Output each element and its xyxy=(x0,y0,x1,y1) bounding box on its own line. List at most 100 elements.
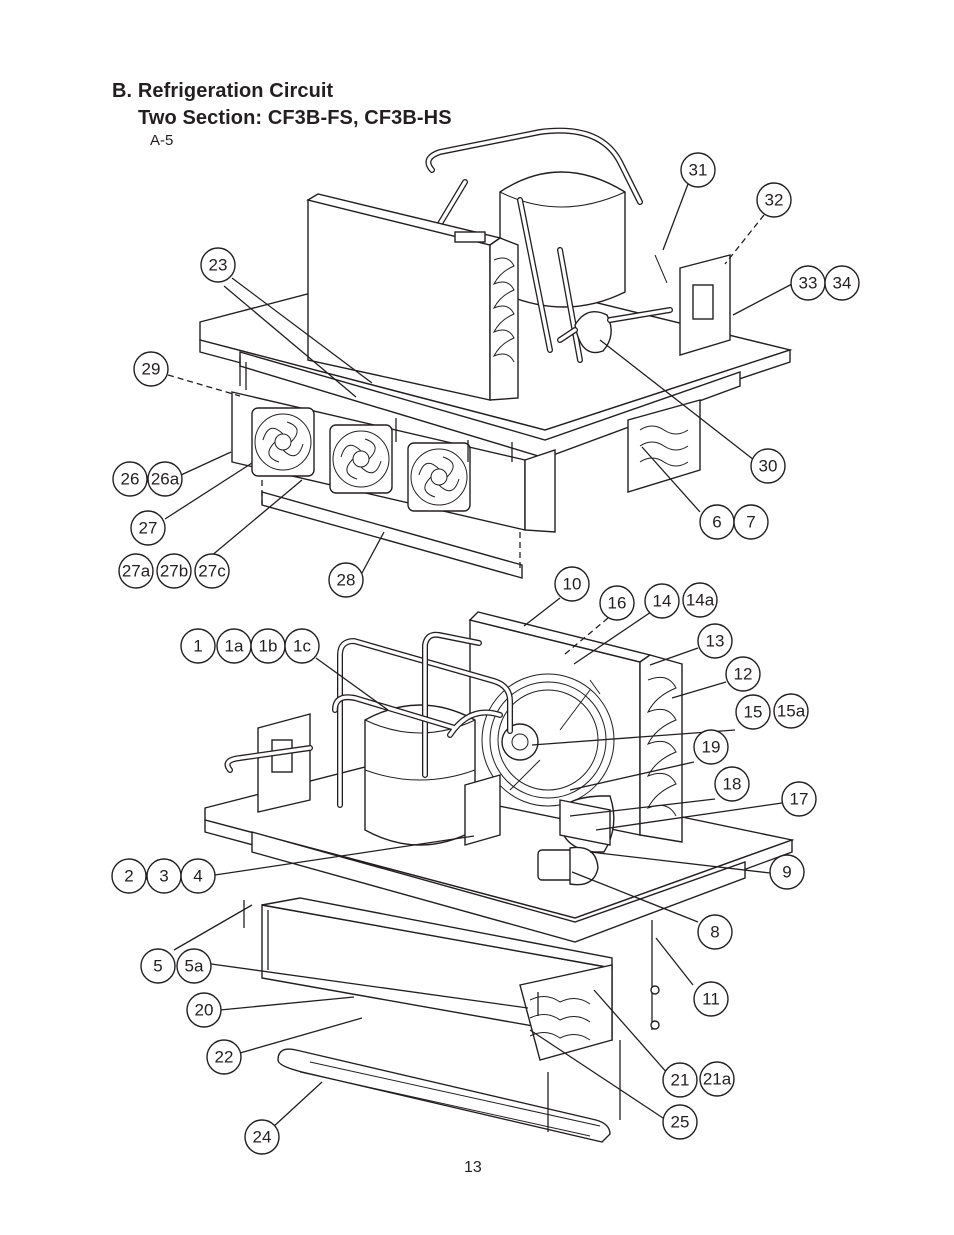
svg-text:14a: 14a xyxy=(686,591,715,610)
fan-motors xyxy=(251,407,471,512)
drain-heater-24 xyxy=(277,1048,611,1143)
svg-text:15a: 15a xyxy=(777,702,806,721)
callout-3: 3 xyxy=(146,858,182,894)
callout-26a: 26a xyxy=(147,461,183,497)
leader-lines xyxy=(164,183,793,1129)
section-heading: B. Refrigeration Circuit xyxy=(112,80,334,102)
svg-text:27b: 27b xyxy=(160,562,188,581)
svg-text:21: 21 xyxy=(671,1071,690,1090)
callout-23: 23 xyxy=(200,247,236,283)
callout-27: 27 xyxy=(130,510,166,546)
svg-text:24: 24 xyxy=(253,1128,272,1147)
upper-assembly xyxy=(199,127,793,579)
callout-20: 20 xyxy=(186,992,222,1028)
overload-relay-4 xyxy=(464,774,501,846)
callout-4: 4 xyxy=(180,858,216,894)
callout-1b: 1b xyxy=(250,628,286,664)
callout-29: 29 xyxy=(133,351,169,387)
svg-text:1a: 1a xyxy=(225,637,244,656)
callout-24: 24 xyxy=(244,1119,280,1155)
svg-text:27c: 27c xyxy=(198,562,226,581)
svg-text:10: 10 xyxy=(563,575,582,594)
svg-text:26a: 26a xyxy=(151,470,180,489)
svg-text:1: 1 xyxy=(193,637,202,656)
svg-text:17: 17 xyxy=(790,790,809,809)
callout-11: 11 xyxy=(693,981,729,1017)
callout-15: 15 xyxy=(735,694,771,730)
svg-text:32: 32 xyxy=(765,191,784,210)
upper-compressor xyxy=(499,171,626,308)
svg-text:16: 16 xyxy=(608,594,627,613)
callout-27b: 27b xyxy=(156,553,192,589)
svg-text:30: 30 xyxy=(759,457,778,476)
svg-text:22: 22 xyxy=(215,1048,234,1067)
callout-1c: 1c xyxy=(284,628,320,664)
svg-text:20: 20 xyxy=(195,1001,214,1020)
callout-34: 34 xyxy=(824,265,860,301)
callout-7: 7 xyxy=(733,504,769,540)
callout-1: 1 xyxy=(180,628,216,664)
svg-text:8: 8 xyxy=(710,923,719,942)
callout-33: 33 xyxy=(790,265,826,301)
callout-21a: 21a xyxy=(699,1061,735,1097)
svg-text:3: 3 xyxy=(159,867,168,886)
callout-14: 14 xyxy=(644,583,680,619)
svg-text:31: 31 xyxy=(689,161,708,180)
section-subheading: Two Section: CF3B-FS, CF3B-HS xyxy=(138,107,452,129)
svg-text:5: 5 xyxy=(153,957,162,976)
svg-text:34: 34 xyxy=(833,274,852,293)
svg-text:4: 4 xyxy=(193,867,202,886)
svg-text:27a: 27a xyxy=(122,562,151,581)
svg-text:25: 25 xyxy=(671,1113,690,1132)
callout-12: 12 xyxy=(725,656,761,692)
svg-text:19: 19 xyxy=(702,738,721,757)
callout-10: 10 xyxy=(554,566,590,602)
callout-22: 22 xyxy=(206,1039,242,1075)
callout-13: 13 xyxy=(697,623,733,659)
callout-28: 28 xyxy=(328,562,364,598)
lower-assembly xyxy=(204,611,795,1143)
svg-text:2: 2 xyxy=(124,867,133,886)
svg-text:5a: 5a xyxy=(185,957,204,976)
svg-text:15: 15 xyxy=(744,703,763,722)
svg-text:33: 33 xyxy=(799,274,818,293)
callout-6: 6 xyxy=(699,504,735,540)
callout-5: 5 xyxy=(140,948,176,984)
callout-8: 8 xyxy=(697,914,733,950)
callout-18: 18 xyxy=(714,766,750,802)
callout-27c: 27c xyxy=(194,553,230,589)
svg-text:26: 26 xyxy=(121,470,140,489)
callout-16: 16 xyxy=(599,585,635,621)
svg-text:14: 14 xyxy=(653,592,672,611)
figure-id: A-5 xyxy=(150,132,174,149)
callout-1a: 1a xyxy=(216,628,252,664)
callout-26: 26 xyxy=(112,461,148,497)
callout-14a: 14a xyxy=(682,582,718,618)
callout-17: 17 xyxy=(781,781,817,817)
svg-text:11: 11 xyxy=(702,990,720,1009)
callout-9: 9 xyxy=(769,854,805,890)
callout-27a: 27a xyxy=(118,553,154,589)
svg-text:27: 27 xyxy=(139,519,158,538)
page-number: 13 xyxy=(464,1159,482,1176)
svg-text:29: 29 xyxy=(142,360,161,379)
svg-text:7: 7 xyxy=(746,513,755,532)
svg-text:9: 9 xyxy=(782,863,791,882)
callout-19: 19 xyxy=(693,729,729,765)
condenser-fan-blade xyxy=(481,673,615,807)
upper-base-plate-edge xyxy=(199,339,791,445)
callout-21: 21 xyxy=(662,1062,698,1098)
callout-25: 25 xyxy=(662,1104,698,1140)
svg-text:23: 23 xyxy=(209,256,228,275)
callout-30: 30 xyxy=(750,448,786,484)
svg-text:1b: 1b xyxy=(259,637,278,656)
svg-text:12: 12 xyxy=(734,665,753,684)
callout-2: 2 xyxy=(111,858,147,894)
svg-text:1c: 1c xyxy=(293,637,311,656)
svg-text:28: 28 xyxy=(337,571,356,590)
callout-5a: 5a xyxy=(176,948,212,984)
callout-32: 32 xyxy=(756,182,792,218)
svg-text:18: 18 xyxy=(723,775,742,794)
svg-text:21a: 21a xyxy=(703,1070,732,1089)
